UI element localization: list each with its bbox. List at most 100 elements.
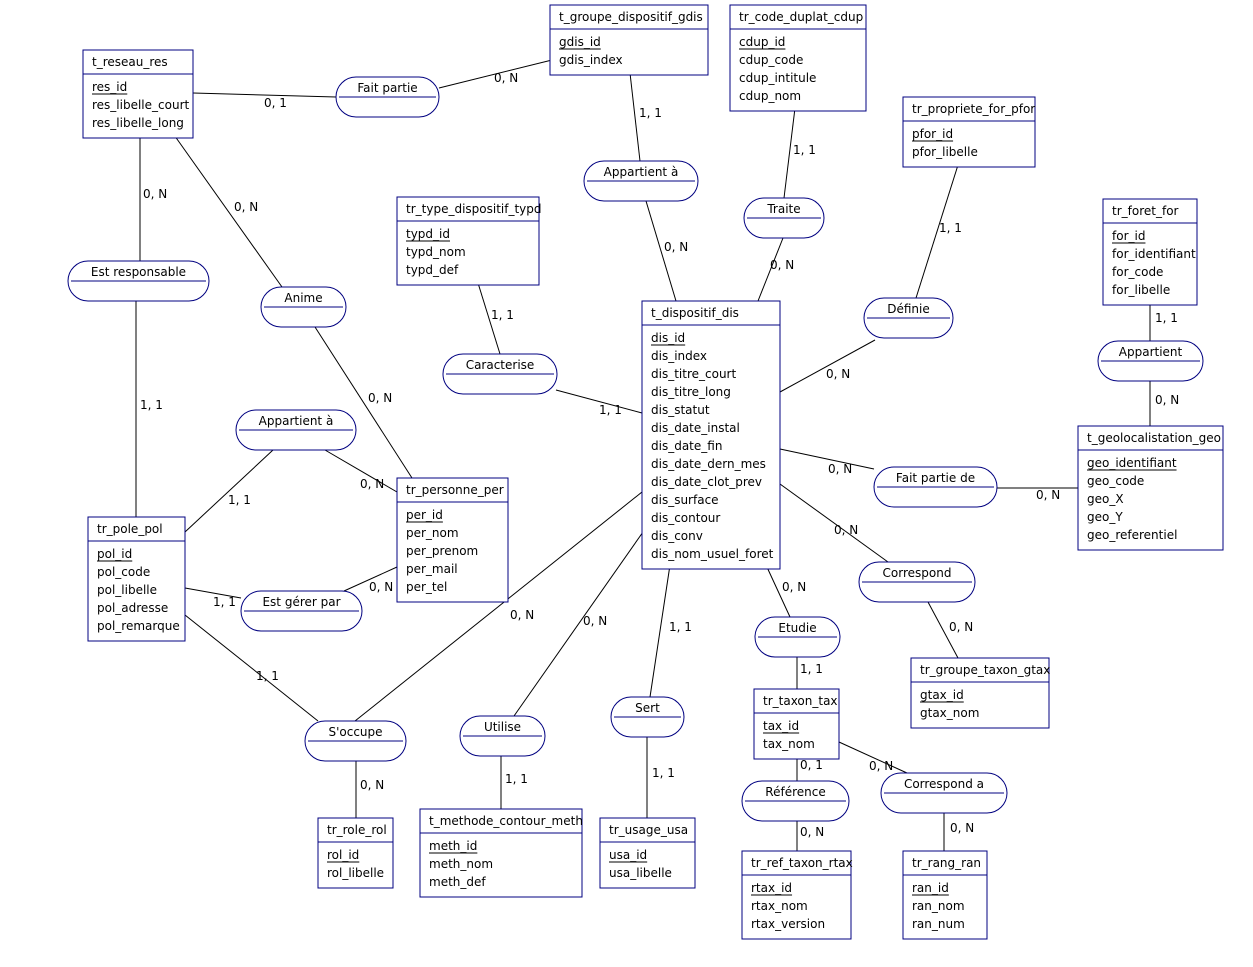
entity-attribute: res_libelle_court — [92, 98, 190, 112]
entity-attribute: per_prenom — [406, 544, 478, 558]
entity-attribute: dis_statut — [651, 403, 710, 417]
cardinality-label: 0, N — [826, 367, 850, 381]
relation-definie[interactable]: Définie — [863, 297, 954, 339]
relation-fait-partie-de[interactable]: Fait partie de — [873, 466, 998, 508]
entity-attribute: geo_X — [1087, 492, 1124, 506]
entity-attribute: gtax_nom — [920, 706, 979, 720]
entity-key-attribute: res_id — [92, 80, 127, 94]
relation-link — [354, 491, 643, 722]
relation-utilise[interactable]: Utilise — [459, 715, 546, 757]
entity-box — [396, 477, 509, 603]
relation-label: Appartient à — [604, 165, 679, 179]
relation-link — [438, 59, 553, 89]
entity-title: t_dispositif_dis — [651, 306, 739, 320]
entity-box — [1102, 198, 1198, 306]
relation-traite[interactable]: Traite — [743, 197, 825, 239]
entity-attribute: dis_date_instal — [651, 421, 740, 435]
relation-label: Définie — [887, 302, 930, 316]
cardinality-label: 0, 1 — [800, 758, 823, 772]
relation-link — [779, 483, 889, 563]
entity-attribute: dis_titre_long — [651, 385, 731, 399]
entity-attribute: geo_code — [1087, 474, 1144, 488]
entity-reseau[interactable]: t_reseau_resres_idres_libelle_courtres_l… — [82, 49, 194, 139]
relation-link — [927, 601, 959, 659]
relation-correspond[interactable]: Correspond — [858, 561, 976, 603]
relation-label: Fait partie de — [896, 471, 975, 485]
entity-methode[interactable]: t_methode_contour_methmeth_idmeth_nommet… — [419, 808, 583, 898]
entity-title: tr_type_dispositif_typd — [406, 202, 542, 216]
entity-key-attribute: gtax_id — [920, 688, 964, 702]
entity-groupe[interactable]: t_groupe_dispositif_gdisgdis_idgdis_inde… — [549, 4, 709, 76]
relation-appartient-a-pole[interactable]: Appartient à — [235, 409, 357, 451]
entity-attribute: dis_conv — [651, 529, 703, 543]
entity-attribute: dis_contour — [651, 511, 720, 525]
relation-est-gerer-par[interactable]: Est gérer par — [240, 590, 363, 632]
entity-key-attribute: geo_identifiant — [1087, 456, 1177, 470]
entity-personne[interactable]: tr_personne_perper_idper_nomper_prenompe… — [396, 477, 509, 603]
cardinality-label: 0, N — [234, 200, 258, 214]
relation-correspond-a[interactable]: Correspond a — [880, 772, 1008, 814]
relation-soccupe[interactable]: S'occupe — [304, 720, 407, 762]
entity-attribute: meth_nom — [429, 857, 493, 871]
cardinality-label: 1, 1 — [256, 669, 279, 683]
relation-link — [838, 741, 908, 774]
relation-link — [779, 448, 875, 470]
entity-title: tr_propriete_for_pfor — [912, 102, 1035, 116]
relation-appartient-foret[interactable]: Appartient — [1097, 340, 1204, 382]
entity-attribute: rtax_nom — [751, 899, 808, 913]
relation-link — [915, 164, 959, 299]
entity-reftaxon[interactable]: tr_ref_taxon_rtaxrtax_idrtax_nomrtax_ver… — [741, 850, 853, 940]
relation-reference[interactable]: Référence — [741, 780, 850, 822]
entity-attribute: ran_nom — [912, 899, 965, 913]
cardinality-label: 0, N — [369, 580, 393, 594]
entity-duplat[interactable]: tr_code_duplat_cdupcdup_idcdup_codecdup_… — [729, 4, 867, 112]
entity-key-attribute: cdup_id — [739, 35, 785, 49]
relation-fait-partie[interactable]: Fait partie — [335, 76, 440, 118]
entity-geoloc[interactable]: t_geolocalistation_geogeo_identifiantgeo… — [1077, 425, 1224, 551]
relation-caracterise[interactable]: Caracterise — [442, 353, 558, 395]
entity-attribute: meth_def — [429, 875, 486, 889]
entity-box — [902, 96, 1036, 168]
entity-attribute: for_libelle — [1112, 283, 1170, 297]
entity-attribute: dis_nom_usuel_foret — [651, 547, 774, 561]
entity-key-attribute: meth_id — [429, 839, 477, 853]
cardinality-label: 0, N — [782, 580, 806, 594]
entity-attribute: pol_libelle — [97, 583, 157, 597]
entity-attribute: pol_code — [97, 565, 150, 579]
relation-est-responsable[interactable]: Est responsable — [67, 260, 210, 302]
entity-attribute: ran_num — [912, 917, 965, 931]
relation-link — [171, 131, 283, 288]
relation-label: Etudie — [778, 621, 816, 635]
entity-box — [87, 516, 186, 642]
relation-appartient-a-top[interactable]: Appartient à — [583, 160, 699, 202]
cardinality-label: 0, N — [583, 614, 607, 628]
relation-link — [757, 237, 784, 302]
entity-typed[interactable]: tr_type_dispositif_typdtypd_idtypd_nomty… — [396, 196, 542, 286]
entity-foret[interactable]: tr_foret_forfor_idfor_identifiantfor_cod… — [1102, 198, 1198, 306]
relation-anime[interactable]: Anime — [260, 286, 347, 328]
entity-key-attribute: gdis_id — [559, 35, 601, 49]
entity-attribute: rol_libelle — [327, 866, 384, 880]
cardinality-label: 1, 1 — [213, 595, 236, 609]
cardinality-label: 1, 1 — [800, 662, 823, 676]
entity-title: tr_code_duplat_cdup — [739, 10, 863, 24]
relation-etudie[interactable]: Etudie — [754, 616, 841, 658]
entity-pole[interactable]: tr_pole_polpol_idpol_codepol_libellepol_… — [87, 516, 186, 642]
entity-key-attribute: dis_id — [651, 331, 685, 345]
entity-dispositif[interactable]: t_dispositif_disdis_iddis_indexdis_titre… — [641, 300, 781, 570]
cardinality-label: 1, 1 — [793, 143, 816, 157]
cardinality-label: 0, N — [360, 778, 384, 792]
relation-link — [649, 564, 671, 698]
cardinality-label: 0, N — [360, 477, 384, 491]
cardinality-label: 1, 1 — [652, 766, 675, 780]
relation-sert[interactable]: Sert — [610, 696, 685, 738]
entity-box — [910, 657, 1050, 729]
